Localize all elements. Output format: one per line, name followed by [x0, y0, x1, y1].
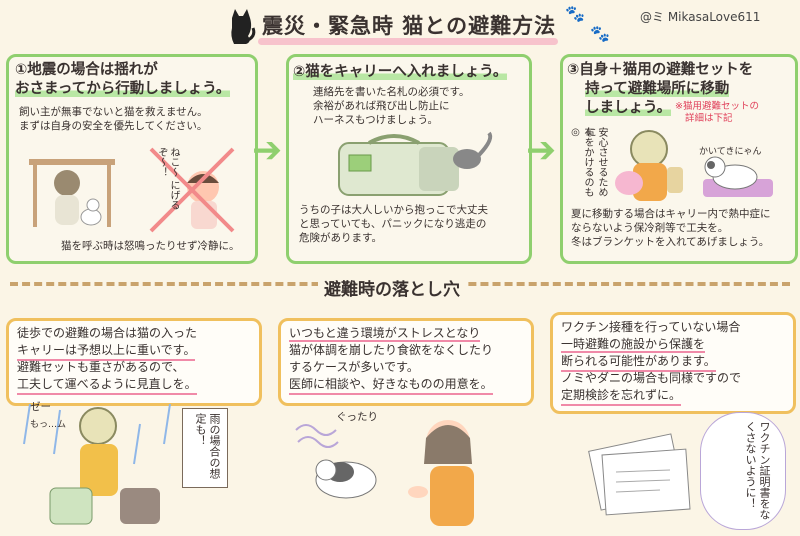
pitfall-3-line-4: ノミやダニの場合も同様ですので [561, 371, 742, 385]
step-1-footer: 猫を呼ぶ時は怒鳴ったりせず冷静に。 [61, 240, 240, 252]
step-1-body-1: 飼い主が無事でないと猫を救えません。 [19, 106, 208, 118]
pitfall-3-bubble-text: ワクチン証明書をなくさないように！ [744, 421, 771, 520]
pitfall-1-sfx-1: ゼー [30, 401, 51, 413]
arrow-icon: ➔ [252, 130, 283, 171]
step-2-title: ②猫をキャリーへ入れましょう。 [293, 64, 508, 80]
step-3-title-1: ③自身＋猫用の避難セットを [567, 62, 754, 78]
step-1-panel: ①地震の場合は揺れが おさまってから行動しましょう。 飼い主が無事でないと猫を救… [6, 54, 258, 264]
pitfall-1-line-3: 避難セットも重さがあるので、 [17, 360, 185, 374]
step-2-footer-2: と思っていても、パニックになり逃走の [299, 218, 487, 230]
step-1-title-2: おさまってから行動しましょう。 [15, 81, 231, 97]
step-2-panel: ②猫をキャリーへ入れましょう。 連絡先を書いた名札の必須です。 余裕があれば飛び… [286, 54, 532, 264]
pitfall-1-panel: 徒歩での避難の場合は猫の入った キャリーは予想以上に重いです。 避難セットも重さ… [6, 318, 262, 406]
pitfall-1-rain-note-box: 雨の場合の想定も！ [182, 408, 228, 488]
step-3-title-3: しましょう。 [585, 100, 672, 116]
pitfall-3-line-3: 断られる可能性があります。 [561, 353, 716, 372]
step-2-footer-1: うちの子は大人しいから抱っこで大丈夫 [299, 204, 488, 216]
step-2-footer-3: 危険があります。 [299, 232, 382, 244]
step-3-footer-3: 冬はブランケットを入れてあげましょう。 [571, 236, 770, 248]
pitfall-2-line-1: いつもと違う環境がストレスとなり [289, 326, 481, 342]
step-1-illustration [23, 139, 243, 235]
step-1-title-1: ①地震の場合は揺れが [15, 62, 158, 78]
pitfall-2-panel: いつもと違う環境がストレスとなり 猫が体調を崩したり食欲をなくしたり するケース… [278, 318, 534, 406]
step-2-body-1: 連絡先を書いた名札の必須です。 [313, 86, 470, 98]
arrow-icon: ➔ [526, 130, 557, 171]
step-3-cat-text: かいてきにゃん [699, 147, 762, 157]
step-3-footer-2: ならないよう保冷剤等で工夫を。 [571, 222, 729, 234]
step-3-vert-1: 安心させるために [584, 127, 607, 197]
header-cat-icon [226, 6, 256, 46]
section-title: 避難時の落とし穴 [318, 275, 466, 300]
pitfall-2-line-4: 医師に相談や、好きなものの用意を。 [289, 376, 493, 395]
step-3-title-2: 持って避難場所に移動 [585, 81, 730, 97]
step-2-illustration [319, 129, 499, 199]
pitfall-2-sfx: ぐったり [336, 411, 378, 423]
step-1-body-2: まずは自身の安全を優先してください。 [19, 120, 208, 132]
pitfall-1-line-1: 徒歩での避難の場合は猫の入った [17, 326, 198, 340]
step-3-footer-1: 夏に移動する場合はキャリー内で熱中症に [571, 208, 771, 220]
page-title: 震災・緊急時 猫との避難方法 [262, 14, 557, 38]
step-3-illustration [603, 121, 783, 205]
paw-icon: 🐾 [590, 24, 610, 43]
pitfall-2-line-3: するケースが多いです。 [289, 360, 419, 374]
title-underline [258, 38, 558, 45]
pitfall-3-illustration [580, 412, 700, 522]
pitfall-3-line-2: 一時避難の施設から保護を [561, 337, 706, 353]
step-3-note-2: 詳細は下記 [685, 113, 733, 124]
pitfall-2-illustration [290, 408, 520, 530]
step-2-body-2: 余裕があれば飛び出し防止に [313, 100, 450, 112]
step-1-bubble: ねこ〜 にげるぞ〜！ [156, 147, 179, 211]
pitfall-1-line-4: 工夫して運べるように見直しを。 [17, 376, 197, 395]
pitfall-2-line-2: 猫が体調を崩したり食欲をなくしたり [289, 343, 494, 357]
step-3-vert-2: 布をかけるのも◎ [570, 127, 593, 197]
pitfall-3-panel: ワクチン接種を行っていない場合 一時避難の施設から保護を 断られる可能性がありま… [550, 312, 796, 414]
step-2-body-3: ハーネスもつけましょう。 [313, 114, 438, 126]
pitfall-1-sfx-2: もっ…ム [30, 420, 67, 430]
pitfall-3-bubble: ワクチン証明書をなくさないように！ [700, 412, 786, 530]
step-3-panel: ③自身＋猫用の避難セットを 持って避難場所に移動 しましょう。 ※猫用避難セット… [560, 54, 798, 264]
paw-icon: 🐾 [565, 4, 585, 23]
pitfall-1-line-2: キャリーは予想以上に重いです。 [17, 342, 196, 361]
pitfall-3-line-1: ワクチン接種を行っていない場合 [561, 320, 741, 334]
credit-handle: @ミ MikasaLove611 [640, 10, 761, 24]
pitfall-1-rain-note: 雨の場合の想定も！ [194, 413, 221, 479]
pitfall-3-line-5: 定期検診を忘れずに。 [561, 387, 682, 406]
step-3-note-1: ※猫用避難セットの [675, 101, 759, 112]
